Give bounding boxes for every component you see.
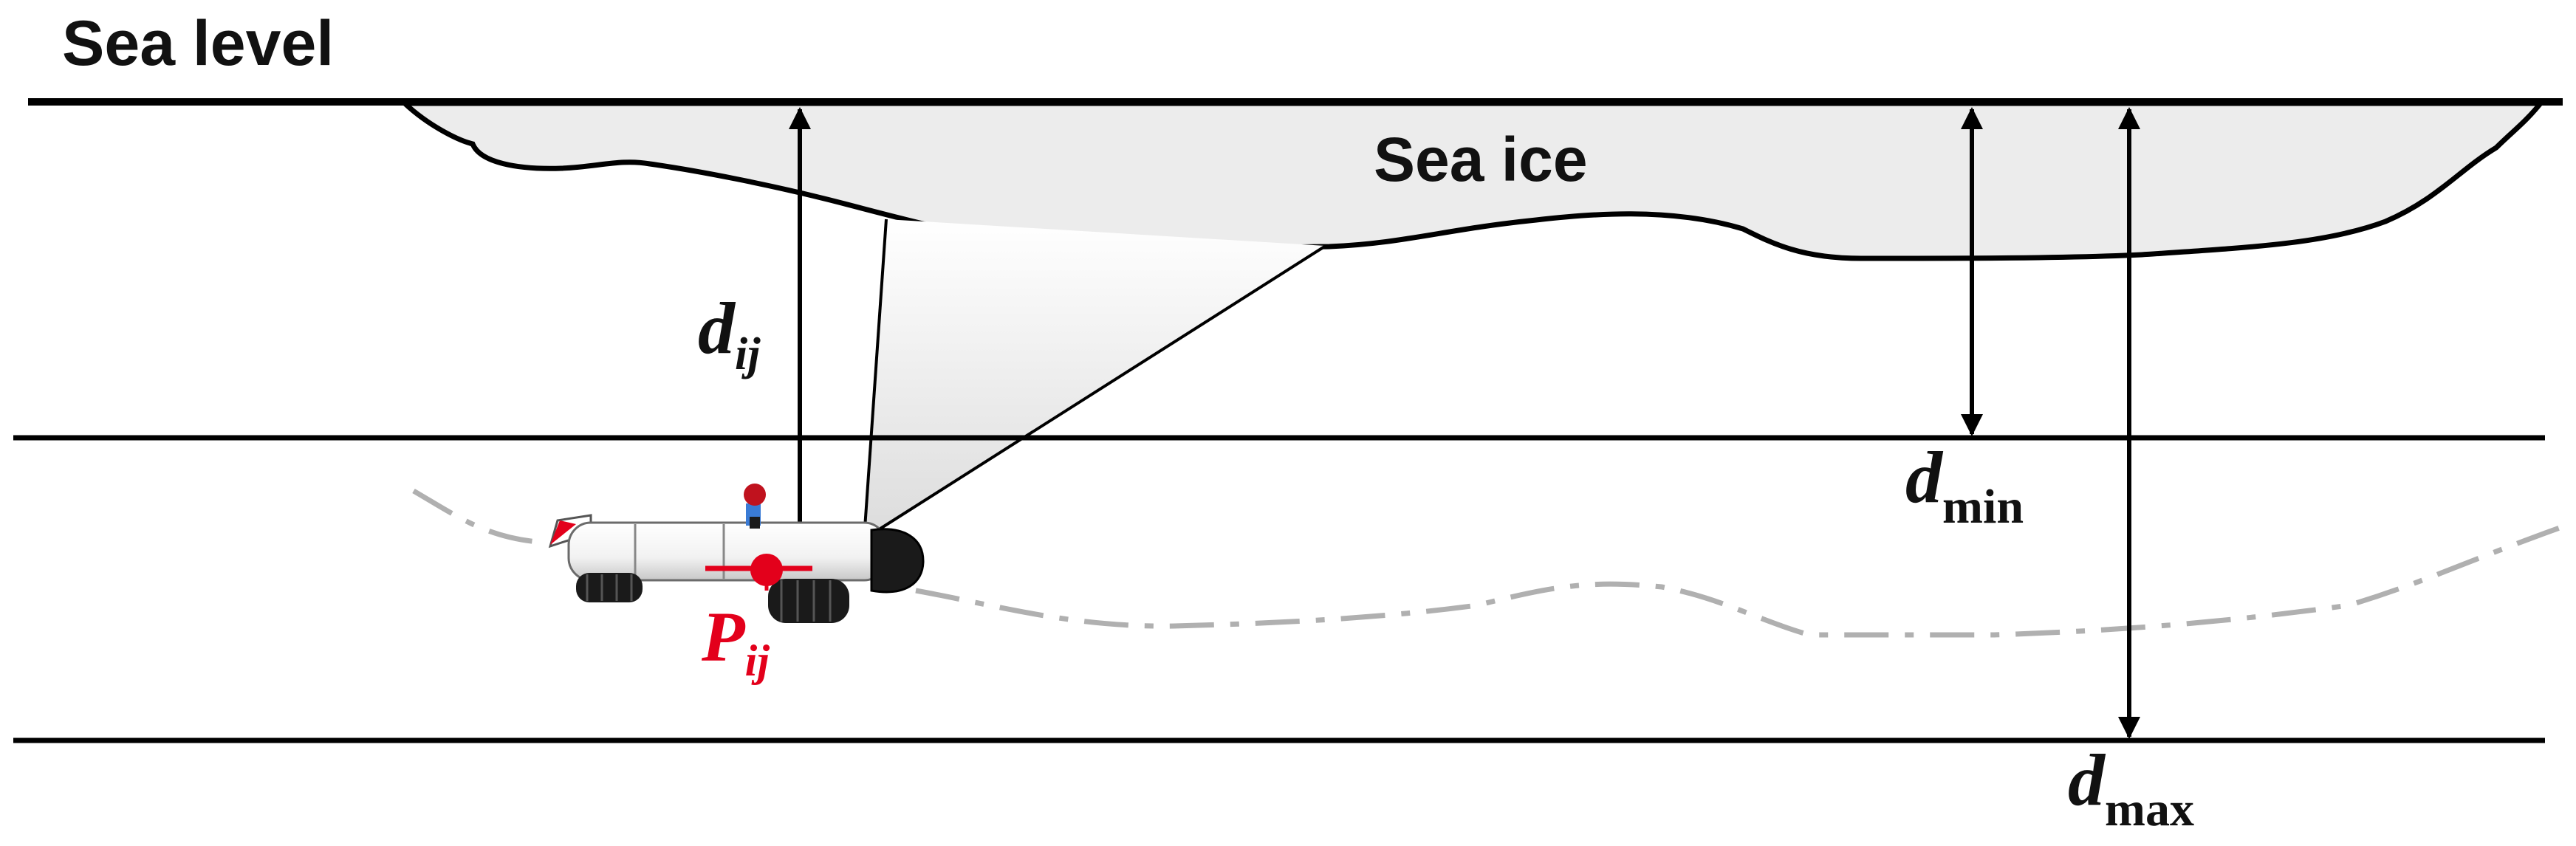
beam-right-edge — [863, 244, 1327, 540]
position-marker-icon — [705, 554, 812, 591]
d-max-main: d — [2068, 739, 2106, 821]
p-ij-label: Pij — [701, 597, 770, 685]
p-ij-sub: ij — [745, 636, 770, 685]
d-min-main: d — [1905, 436, 1944, 518]
sea-ice-label: Sea ice — [1374, 125, 1588, 194]
d-min-label: dmin — [1905, 436, 2024, 534]
vehicle-trajectory — [412, 488, 2561, 638]
d-min-sub: min — [1942, 480, 2024, 534]
sea-level-label: Sea level — [62, 8, 334, 79]
d-ij-main: d — [698, 287, 736, 369]
sea-ice-shape — [398, 100, 2546, 261]
p-ij-main: P — [701, 597, 746, 676]
beam-left-edge — [863, 219, 888, 540]
d-max-label: dmax — [2068, 739, 2194, 836]
d-ij-sub: ij — [735, 329, 761, 379]
d-ij-label: dij — [698, 287, 761, 379]
d-max-sub: max — [2105, 783, 2194, 836]
sonar-beam — [864, 219, 1326, 539]
